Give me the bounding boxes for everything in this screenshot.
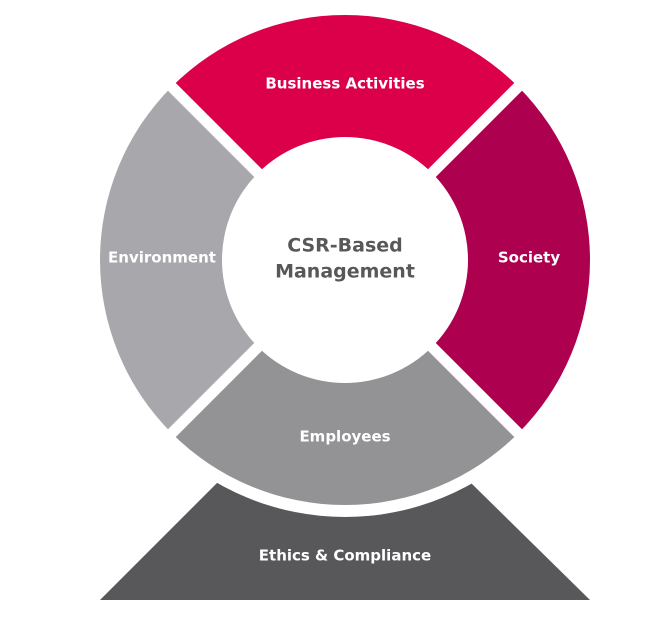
center-title-line1: CSR-Based	[287, 235, 403, 257]
label-ethics-compliance: Ethics & Compliance	[259, 547, 431, 565]
segment-society	[428, 86, 590, 434]
center-circle	[222, 137, 468, 383]
label-environment: Environment	[108, 249, 216, 267]
label-business-activities: Business Activities	[265, 75, 424, 93]
foundation-ethics-compliance	[100, 482, 590, 600]
segment-environment	[100, 86, 262, 434]
ring	[100, 15, 590, 505]
segment-business-activities	[171, 15, 519, 177]
center-title-line2: Management	[275, 261, 415, 283]
segment-employees	[171, 343, 519, 505]
label-society: Society	[498, 249, 560, 267]
label-employees: Employees	[299, 428, 390, 446]
